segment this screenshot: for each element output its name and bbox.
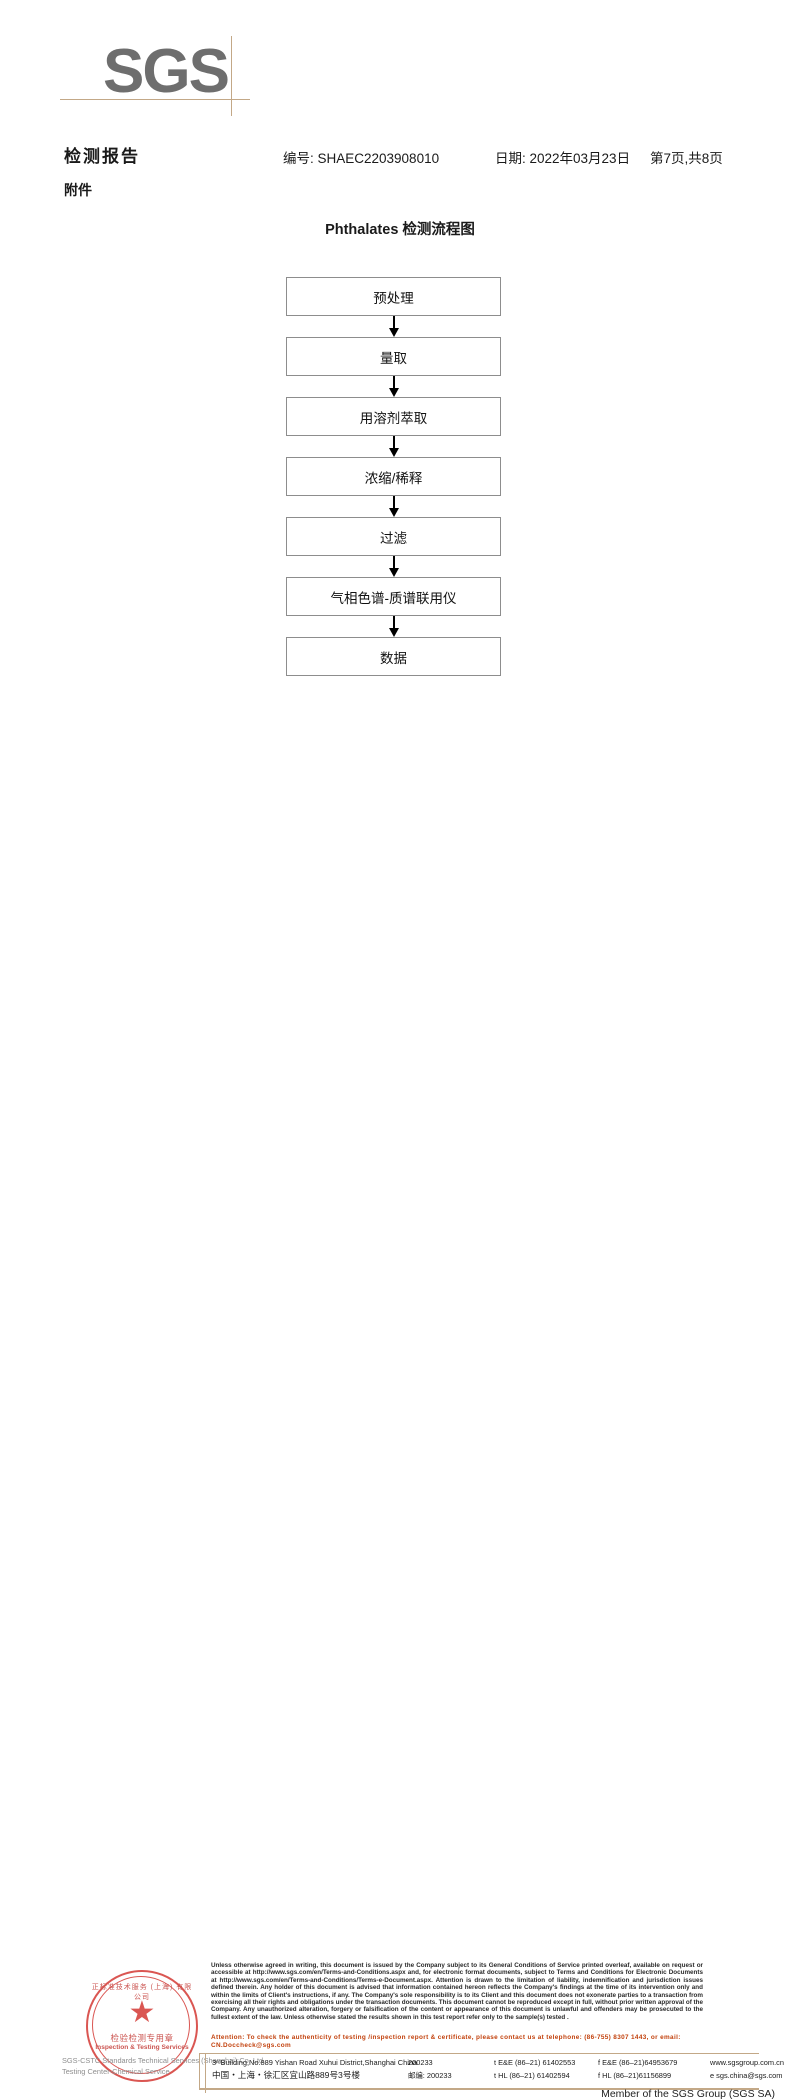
seal-english-text: Inspection & Testing Services [95,2044,189,2051]
page-indicator: 第7页,共8页 [650,151,723,166]
legal-paragraph: Unless otherwise agreed in writing, this… [211,1962,703,2021]
group-membership-note: Member of the SGS Group (SGS SA) [601,2088,775,2100]
flowchart: 预处理 量取 用溶剂萃取 浓缩/稀释 过滤 气相色谱-质谱联用仪 数据 [286,277,503,676]
footer-rule-left-inner [205,2053,206,2093]
flowchart-title: Phthalates 检测流程图 [325,222,475,238]
official-seal-stamp: 正标准技术服务 (上海) 有限公司 ★ 检验检测专用章 Inspection &… [86,1970,198,2082]
address-row-cn: 中国・上海・徐汇区宜山路889号3号楼 邮编: 200233 t HL (86–… [212,2069,784,2082]
flow-arrow-icon [286,496,501,517]
fax-ee: f E&E (86–21)64953679 [598,2058,678,2067]
flow-node: 过滤 [286,517,501,556]
report-date: 日期: 2022年03月23日 [495,151,631,166]
flow-node: 预处理 [286,277,501,316]
address-english: 3ʳᵈBuilding,No.889 Yishan Road Xuhui Dis… [212,2058,418,2067]
fax-hl: f HL (86–21)61156899 [598,2071,672,2080]
footer-rule-top [199,2053,759,2054]
attention-notice: Attention: To check the authenticity of … [211,2034,681,2050]
legal-terms-text: Unless otherwise agreed in writing, this… [211,1962,703,2021]
document-footer: 正标准技术服务 (上海) 有限公司 ★ 检验检测专用章 Inspection &… [0,978,800,2100]
contact-address-block: 3ʳᵈBuilding,No.889 Yishan Road Xuhui Dis… [212,2056,784,2082]
telephone-ee: t E&E (86–21) 61402553 [494,2058,576,2067]
address-chinese: 中国・上海・徐汇区宜山路889号3号楼 [212,2070,361,2080]
document-header: SGS 检测报告 附件 编号: SHAEC2203908010 日期: 2022… [0,0,800,210]
flow-arrow-icon [286,436,501,457]
logo-vertical-rule [231,36,232,116]
page-title: 检测报告 [64,147,140,166]
flow-node: 用溶剂萃取 [286,397,501,436]
logo-wordmark: SGS [103,37,230,106]
company-unit-watermark: Testing Center-Chemical Service [62,2067,170,2076]
seal-chinese-text: 检验检测专用章 [110,2033,174,2043]
flow-node: 气相色谱-质谱联用仪 [286,577,501,616]
logo-horizontal-rule [60,99,250,100]
postal-code-cn: 邮编: 200233 [408,2071,452,2080]
website-url[interactable]: www.sgsgroup.com.cn [710,2058,784,2067]
email-address[interactable]: e sgs.china@sgs.com [710,2071,783,2080]
postal-code-en: 200233 [408,2058,433,2067]
star-icon: ★ [128,1996,156,2029]
telephone-hl: t HL (86–21) 61402594 [494,2071,570,2080]
flow-node: 浓缩/稀释 [286,457,501,496]
flow-node: 数据 [286,637,501,676]
flow-arrow-icon [286,616,501,637]
sgs-logo: SGS [60,36,250,116]
address-row-en: 3ʳᵈBuilding,No.889 Yishan Road Xuhui Dis… [212,2056,784,2069]
flow-arrow-icon [286,376,501,397]
page-subtitle: 附件 [64,182,92,198]
flow-arrow-icon [286,316,501,337]
report-number: 编号: SHAEC2203908010 [283,151,440,166]
flow-arrow-icon [286,556,501,577]
flow-node: 量取 [286,337,501,376]
footer-rule-left [199,2053,200,2089]
